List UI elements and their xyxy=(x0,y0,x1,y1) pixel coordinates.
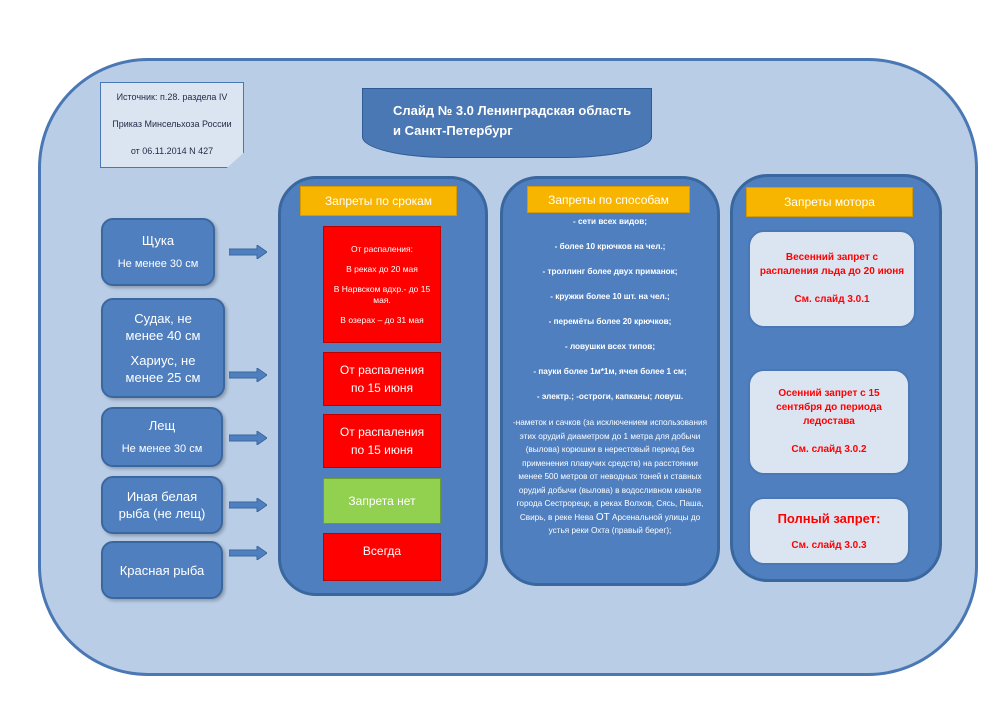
fish-size: Не менее 30 см xyxy=(121,443,203,455)
methods-column xyxy=(500,176,720,586)
fish-box-zander-grayling: Судак, не менее 40 см Хариус, не менее 2… xyxy=(101,298,225,398)
method-item: - ловушки всех типов; xyxy=(564,342,656,351)
fish-name: Щука xyxy=(141,233,175,248)
motor-autumn-text: Осенний запрет с 15 сентября до периода … xyxy=(776,388,882,427)
period-line: В Нарвском вдхр.- до 15 мая. xyxy=(333,283,431,305)
method-long-text-body: -наметок и сачков (за исключением исполь… xyxy=(512,418,708,522)
fish-box-pike: Щука Не менее 30 см xyxy=(101,218,215,286)
source-line-2: Приказ Минсельхоза России xyxy=(112,119,232,129)
period-line: В озерах – до 31 мая xyxy=(340,314,424,325)
title-line-2: и Санкт-Петербург xyxy=(393,123,513,138)
fish-name: Судак, не менее 40 см xyxy=(125,311,201,343)
fish-sub: Хариус, не менее 25 см xyxy=(125,353,201,385)
period-box-5: Всегда xyxy=(323,533,441,581)
method-item: - более 10 крючков на чел.; xyxy=(554,242,666,251)
method-item: - перемёты более 20 крючков; xyxy=(548,317,672,326)
motor-autumn-box: Осенний запрет с 15 сентября до периода … xyxy=(748,369,910,475)
periods-header: Запреты по срокам xyxy=(300,186,457,216)
method-item: - кружки более 10 шт. на чел.; xyxy=(550,292,670,301)
method-long-text: -наметок и сачков (за исключением исполь… xyxy=(510,416,710,538)
fish-name: Иная белая рыба (не лещ) xyxy=(118,489,206,521)
fish-name: Красная рыба xyxy=(119,562,205,578)
motor-full-box: Полный запрет: См. слайд 3.0.3 xyxy=(748,497,910,565)
motor-header: Запреты мотора xyxy=(746,187,913,217)
period-line: В реках до 20 мая xyxy=(346,263,418,274)
source-line-1: Источник: п.28. раздела IV xyxy=(116,92,228,102)
fish-box-other-white: Иная белая рыба (не лещ) xyxy=(101,476,223,534)
method-item: - сети всех видов; xyxy=(573,217,647,226)
motor-spring-text: Весенний запрет с распаления льда до 20 … xyxy=(759,252,905,277)
period-line: От распаления: xyxy=(351,243,413,254)
period-box-4: Запрета нет xyxy=(323,478,441,524)
motor-full-ref: См. слайд 3.0.3 xyxy=(791,540,867,551)
method-item: - пауки более 1м*1м, ячея более 1 см; xyxy=(533,367,687,376)
motor-spring-ref: См. слайд 3.0.1 xyxy=(794,294,870,305)
motor-autumn-ref: См. слайд 3.0.2 xyxy=(791,444,867,455)
method-item: - троллинг более двух приманок; xyxy=(542,267,678,276)
fish-size: Не менее 30 см xyxy=(117,258,199,270)
method-long-text-ot: ОТ xyxy=(595,511,610,523)
fish-box-bream: Лещ Не менее 30 см xyxy=(101,407,223,467)
arrow-right-icon xyxy=(229,245,267,259)
arrow-right-icon xyxy=(229,546,267,560)
period-box-1: От распаления: В реках до 20 мая В Нарвс… xyxy=(323,226,441,343)
slide-title-banner: Слайд № 3.0 Ленинградская область и Санк… xyxy=(362,88,652,158)
motor-spring-box: Весенний запрет с распаления льда до 20 … xyxy=(748,230,916,328)
source-line-3: от 06.11.2014 N 427 xyxy=(130,146,214,156)
arrow-right-icon xyxy=(229,431,267,445)
motor-full-text: Полный запрет: xyxy=(777,511,881,526)
methods-list: - сети всех видов; - более 10 крючков на… xyxy=(510,216,710,538)
period-box-3: От распаления по 15 июня xyxy=(323,414,441,468)
source-note: Источник: п.28. раздела IV Приказ Минсел… xyxy=(100,82,244,168)
period-box-2: От распаления по 15 июня xyxy=(323,352,441,406)
arrow-right-icon xyxy=(229,498,267,512)
fish-name: Лещ xyxy=(148,418,176,433)
method-long-text-tail: Арсенальной улицы до устья реки Охта (пр… xyxy=(548,512,701,536)
title-line-1: Слайд № 3.0 Ленинградская область xyxy=(393,103,632,118)
methods-header: Запреты по способам xyxy=(527,186,690,213)
arrow-right-icon xyxy=(229,368,267,382)
fish-box-red-fish: Красная рыба xyxy=(101,541,223,599)
method-item: - электр.; -остроги, капканы; ловуш. xyxy=(536,392,684,401)
